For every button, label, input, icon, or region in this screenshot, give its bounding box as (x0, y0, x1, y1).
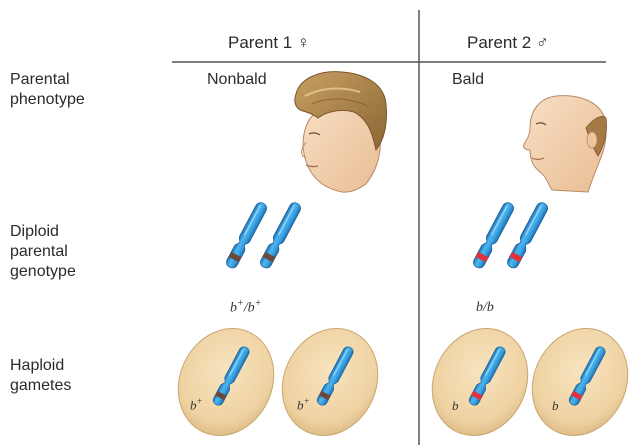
gamete-parent2-a (415, 313, 545, 448)
chromosome-pair-parent1 (225, 201, 303, 270)
allele: b (452, 398, 459, 413)
chromosome-pair-parent2 (472, 201, 550, 270)
gamete-label-parent1-b: b+ (297, 396, 310, 413)
allele-sup: + (197, 396, 203, 406)
gamete-parent1-b (265, 313, 395, 448)
gamete-parent2-b (515, 313, 637, 448)
gamete-parent1-a (161, 313, 291, 448)
gamete-label-parent2-b: b (552, 398, 559, 414)
woman-head-icon (295, 72, 387, 192)
gamete-label-parent2-a: b (452, 398, 459, 414)
gamete-label-parent1-a: b+ (190, 396, 203, 413)
allele-sup: + (304, 396, 310, 406)
bald-man-head-icon (523, 96, 606, 192)
allele: b (552, 398, 559, 413)
